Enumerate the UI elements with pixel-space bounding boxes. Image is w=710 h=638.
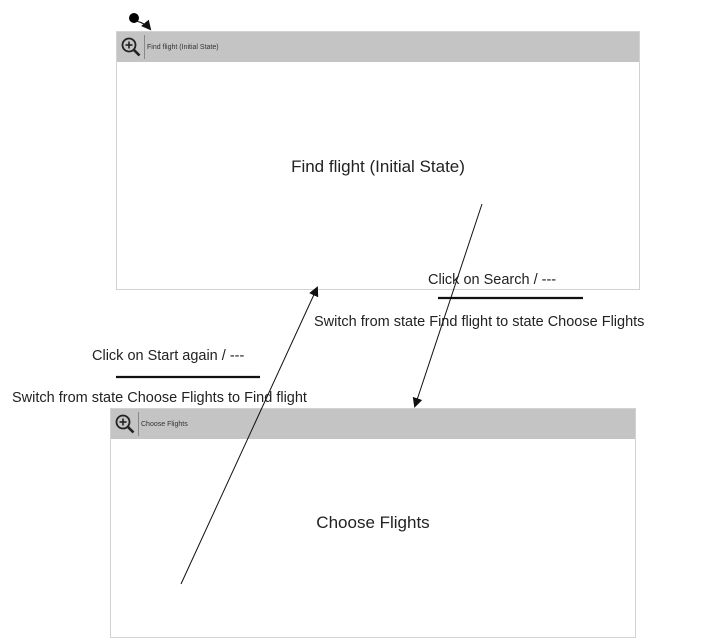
zoom-in-icon[interactable] bbox=[114, 413, 136, 435]
transition-description-start-again: Switch from state Choose Flights to Find… bbox=[12, 390, 307, 406]
transition-trigger-search: Click on Search / --- bbox=[428, 272, 557, 288]
state-choose-flights[interactable]: Choose Flights Choose Flights bbox=[110, 408, 636, 638]
state-header-find-flight: Find flight (Initial State) bbox=[117, 32, 639, 62]
initial-transition-arrow bbox=[135, 19, 152, 31]
initial-state-dot bbox=[129, 13, 139, 23]
state-find-flight[interactable]: Find flight (Initial State) Find flight … bbox=[116, 31, 640, 290]
state-header-title: Choose Flights bbox=[141, 420, 188, 428]
transition-arrow-start-again bbox=[180, 286, 319, 585]
state-name-choose-flights: Choose Flights bbox=[316, 513, 430, 532]
transition-arrow-search bbox=[412, 203, 483, 408]
header-divider bbox=[138, 412, 139, 436]
state-header-choose-flights: Choose Flights bbox=[111, 409, 635, 439]
state-name-find-flight: Find flight (Initial State) bbox=[291, 157, 465, 176]
transition-trigger-start-again: Click on Start again / --- bbox=[92, 348, 245, 364]
state-header-title: Find flight (Initial State) bbox=[147, 43, 219, 51]
transition-description-search: Switch from state Find flight to state C… bbox=[314, 314, 645, 330]
header-divider bbox=[144, 35, 145, 59]
zoom-in-icon[interactable] bbox=[120, 36, 142, 58]
